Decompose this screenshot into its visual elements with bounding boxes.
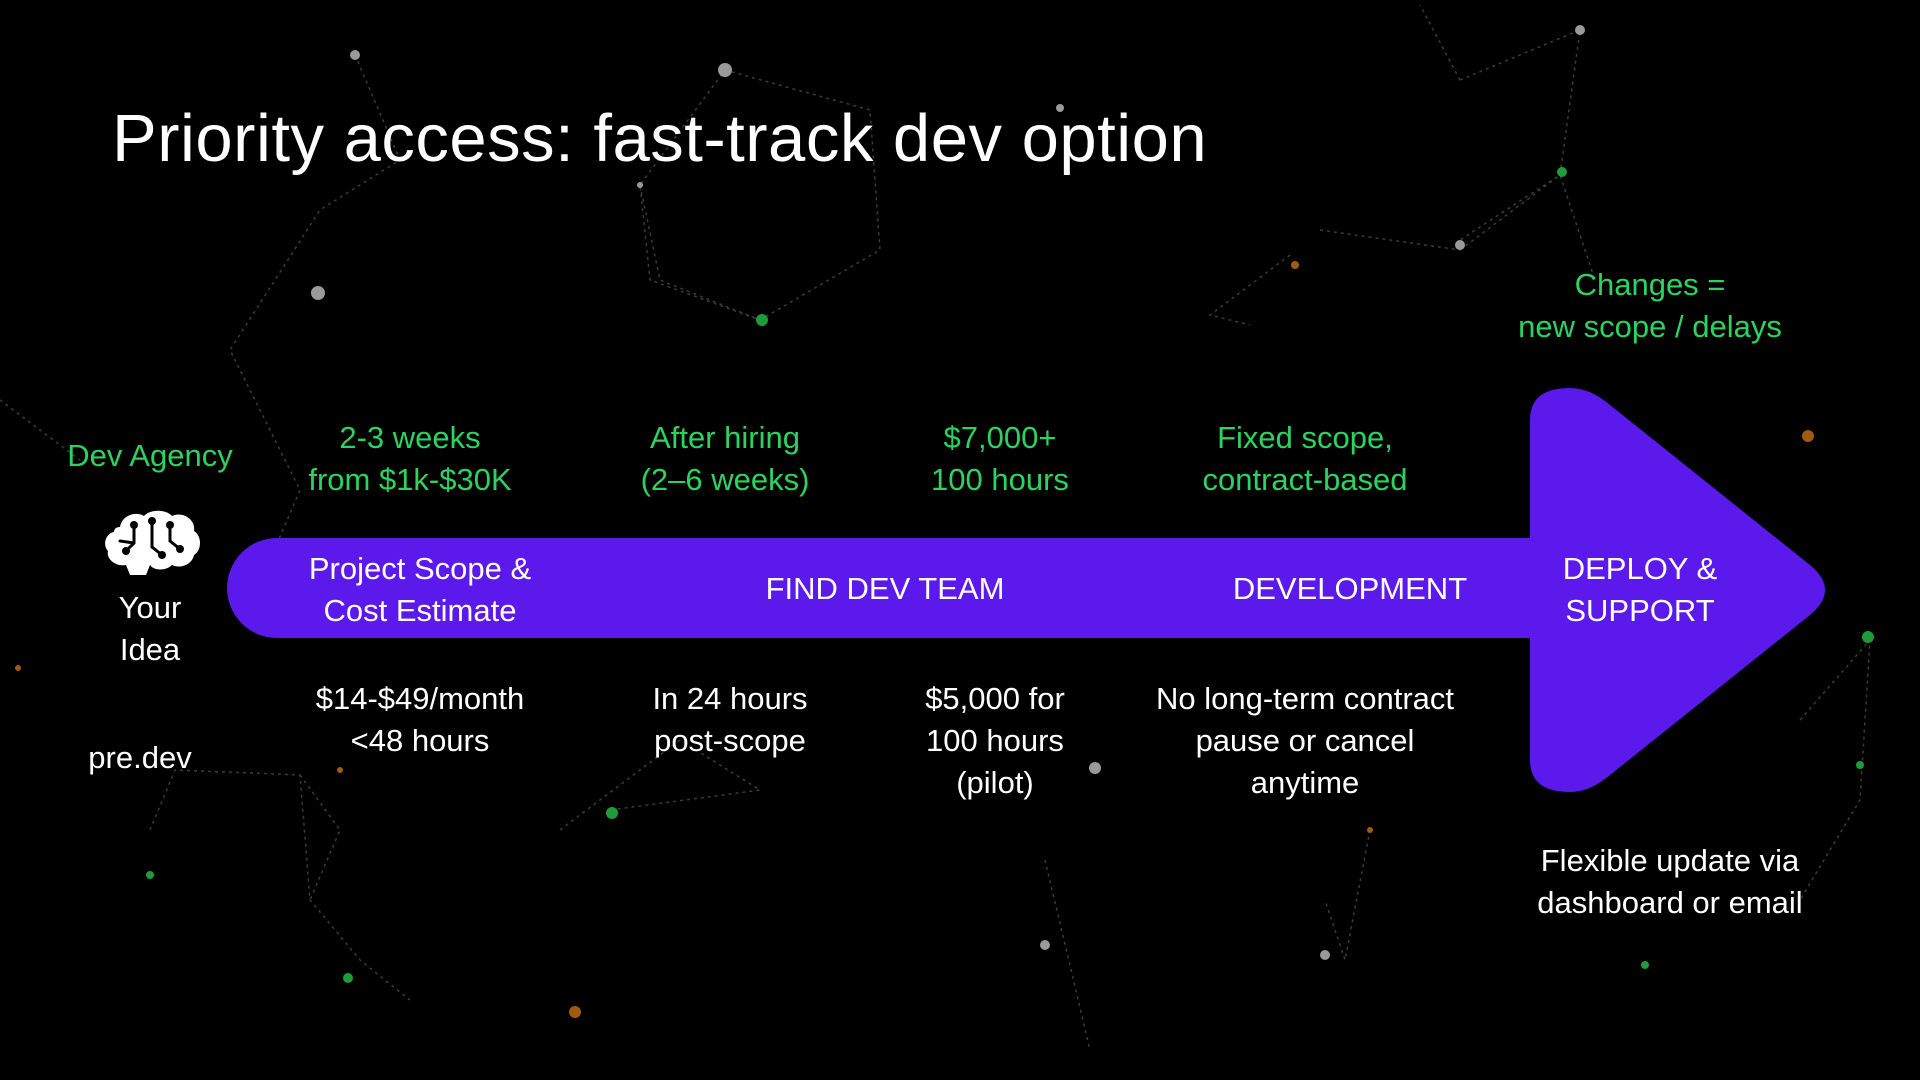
agency-development-text: Fixed scope, contract-based: [1202, 420, 1408, 497]
predev-scope-text: $14-$49/month <48 hours: [315, 681, 525, 758]
predev-development-text: No long-term contract pause or cancel an…: [1155, 681, 1455, 800]
slide-title: Priority access: fast-track dev option: [112, 101, 1208, 176]
agency-find-team-text: After hiring (2–6 weeks): [640, 420, 810, 497]
agency-scope-text: 2-3 weeks from $1k-$30K: [308, 420, 512, 497]
agency-cost-text: $7,000+ 100 hours: [931, 420, 1069, 497]
predev-find-team-text: In 24 hours post-scope: [652, 681, 808, 758]
predev-cost-text: $5,000 for 100 hours (pilot): [925, 681, 1065, 800]
brain-circuit-icon: [105, 510, 200, 575]
predev-label: pre.dev: [88, 740, 192, 775]
stage-deploy-support: DEPLOY & SUPPORT: [1562, 551, 1718, 628]
agency-deploy-text: Changes = new scope / delays: [1518, 267, 1782, 344]
dev-agency-label: Dev Agency: [67, 438, 233, 473]
stage-find-dev-team: FIND DEV TEAM: [765, 571, 1005, 606]
stage-development: DEVELOPMENT: [1232, 571, 1468, 606]
stage-project-scope: Project Scope & Cost Estimate: [308, 551, 532, 628]
your-idea-label: Your Idea: [118, 590, 182, 667]
predev-deploy-text: Flexible update via dashboard or email: [1537, 843, 1803, 920]
arrow-body: [227, 388, 1825, 792]
